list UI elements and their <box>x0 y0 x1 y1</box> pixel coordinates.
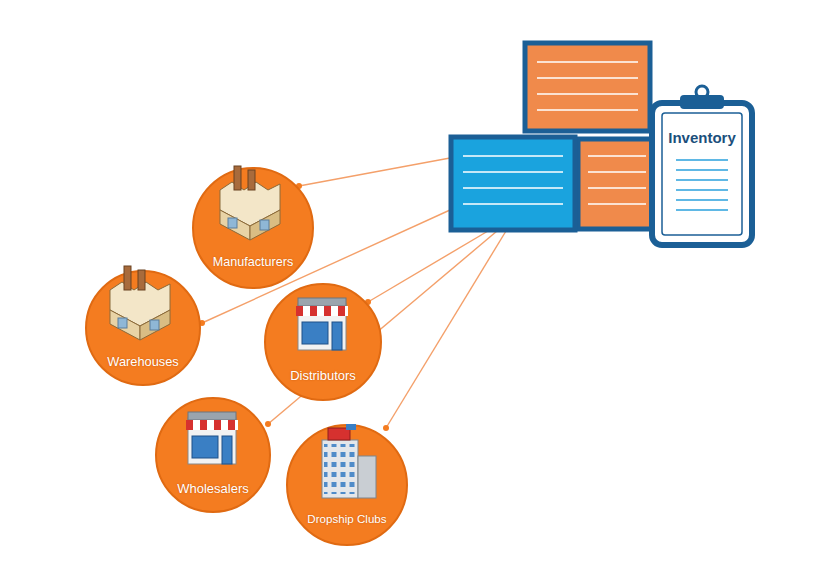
node-circle <box>265 284 381 400</box>
blue-container <box>451 137 575 230</box>
clipboard <box>652 86 752 245</box>
partner-circle: Manufacturers <box>193 168 313 288</box>
leader-dot <box>383 425 389 431</box>
partner-circle: Wholesalers <box>156 398 270 512</box>
orange-container <box>578 139 656 229</box>
partner-circle: Distributors <box>265 284 381 400</box>
container-stack <box>451 43 656 230</box>
circle-label: Dropship Clubs <box>287 511 407 526</box>
clipboard-title: Inventory <box>656 129 748 146</box>
node-circle <box>287 425 407 545</box>
orange-container <box>525 43 650 131</box>
label-text: Wholesalers <box>177 481 249 496</box>
label-text: Dropship Clubs <box>307 512 386 525</box>
circle-label: Wholesalers <box>156 481 270 496</box>
circle-label: Warehouses <box>86 354 200 369</box>
store-icon <box>296 298 348 350</box>
store-icon <box>186 412 238 464</box>
partner-circle: Warehouses <box>86 271 200 385</box>
leader-dot <box>265 421 271 427</box>
building-icon <box>322 424 376 498</box>
leader-line <box>386 231 506 428</box>
label-text: Distributors <box>290 368 356 383</box>
label-text: Warehouses <box>107 354 178 369</box>
inventory-clipboard: Inventory <box>656 107 748 241</box>
label-text: Manufacturers <box>213 255 294 269</box>
factory-icon <box>110 266 170 340</box>
circle-label: Distributors <box>265 368 381 383</box>
circle-label: Manufacturers <box>193 254 313 269</box>
leader-line <box>299 158 450 186</box>
partner-circle: Dropship Clubs <box>287 425 407 545</box>
factory-icon <box>220 166 280 240</box>
node-circle <box>156 398 270 512</box>
